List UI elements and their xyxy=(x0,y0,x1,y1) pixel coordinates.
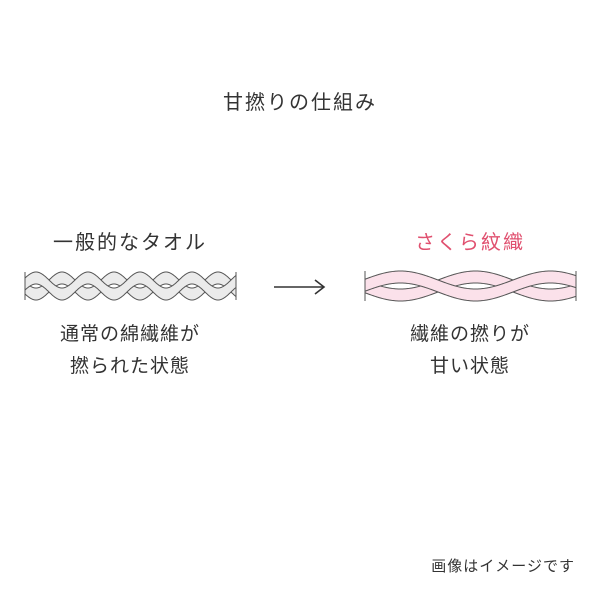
sakura-monori-caption-line1: 繊維の撚りが xyxy=(409,323,530,345)
sakura-monori-heading: さくら紋織 xyxy=(415,230,525,254)
typical-towel-column: 一般的なタオル 通常の綿繊維が 撚られた状態 xyxy=(15,226,245,382)
right-arrow-icon xyxy=(274,279,326,295)
image-disclaimer: 画像はイメージです xyxy=(431,557,575,575)
sakura-monori-caption: 繊維の撚りが 甘い状態 xyxy=(355,318,585,382)
tight-twist-strand xyxy=(24,271,236,301)
loose-twist-strand xyxy=(364,270,576,302)
typical-towel-caption-line1: 通常の綿繊維が xyxy=(59,323,200,345)
sakura-monori-caption-line2: 甘い状態 xyxy=(429,355,510,377)
typical-towel-caption-line2: 撚られた状態 xyxy=(69,355,190,377)
typical-towel-heading: 一般的なタオル xyxy=(53,230,207,254)
sakura-monori-column: さくら紋織 繊維の撚りが 甘い状態 xyxy=(355,226,585,382)
diagram-title: 甘撚りの仕組み xyxy=(223,90,377,114)
typical-towel-caption: 通常の綿繊維が 撚られた状態 xyxy=(15,318,245,382)
